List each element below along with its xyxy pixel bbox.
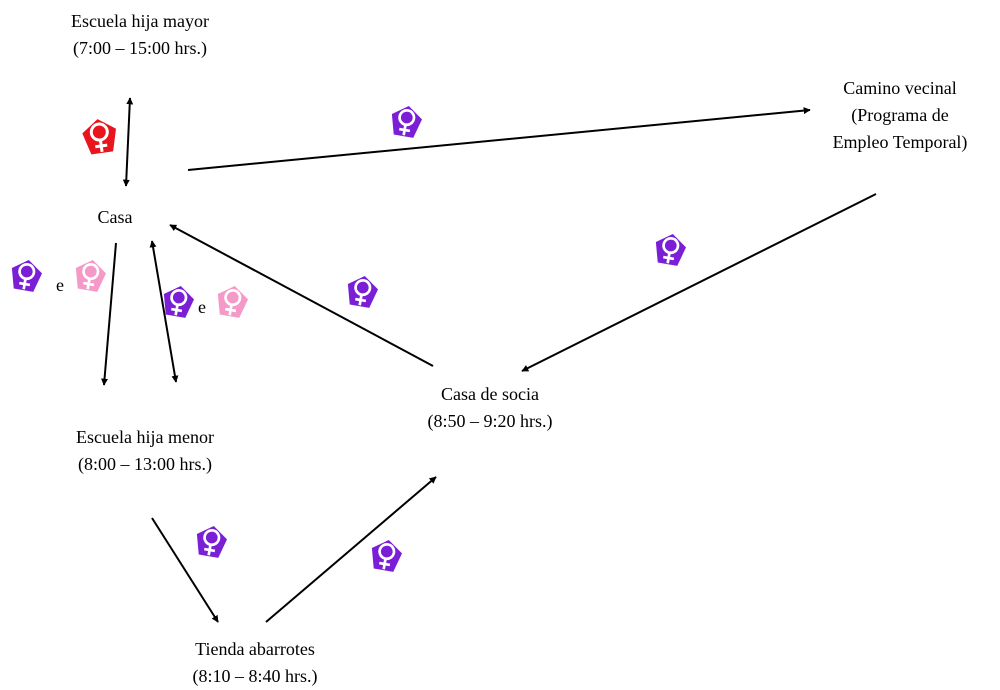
node-time: (8:00 – 13:00 hrs.) — [78, 454, 212, 474]
node-subtitle: (Programa de — [851, 105, 949, 125]
arrow-casa-escuela-menor — [101, 242, 117, 386]
arrow-casa-escuela-mayor — [122, 97, 134, 187]
arrow-casa-camino — [187, 107, 811, 171]
node-title: Casa — [97, 207, 133, 227]
node-title: Escuela hija mayor — [71, 11, 209, 31]
node-escuela-hija-menor: Escuela hija menor (8:00 – 13:00 hrs.) — [30, 424, 260, 478]
arrow-casa-socia-casa — [169, 224, 434, 367]
arrow-tienda-casa-socia — [265, 476, 437, 623]
node-time: (8:10 – 8:40 hrs.) — [192, 666, 318, 686]
node-time: (8:50 – 9:20 hrs.) — [427, 411, 553, 431]
female-symbol-icon-purple — [7, 256, 46, 295]
female-symbol-icon-purple — [343, 272, 382, 311]
arrow-casa-escuela-menor-return — [149, 240, 179, 383]
node-camino-vecinal: Camino vecinal (Programa de Empleo Tempo… — [800, 75, 1000, 156]
female-symbol-icon-purple — [192, 522, 231, 561]
female-symbol-icon-pink — [213, 282, 252, 321]
female-symbol-icon-purple — [387, 102, 426, 141]
node-title: Escuela hija menor — [76, 427, 214, 447]
female-symbol-icon-purple — [651, 230, 690, 269]
node-title: Camino vecinal — [843, 78, 957, 98]
node-title: Tienda abarrotes — [195, 639, 315, 659]
node-casa: Casa — [70, 204, 160, 231]
female-symbol-icon-red — [79, 115, 121, 157]
connector-e: e — [56, 275, 64, 295]
connector-e: e — [198, 297, 206, 317]
node-casa-de-socia: Casa de socia (8:50 – 9:20 hrs.) — [385, 381, 595, 435]
node-subtitle: Empleo Temporal) — [832, 132, 968, 152]
node-time: (7:00 – 15:00 hrs.) — [73, 38, 207, 58]
arrow-camino-casa-socia — [521, 193, 877, 372]
female-symbol-icon-purple — [367, 536, 406, 575]
node-title: Casa de socia — [441, 384, 539, 404]
node-escuela-hija-mayor: Escuela hija mayor (7:00 – 15:00 hrs.) — [30, 8, 250, 62]
female-symbol-icon-purple — [159, 282, 198, 321]
arrow-escuela-menor-tienda — [151, 517, 219, 623]
female-symbol-icon-pink — [71, 256, 110, 295]
node-tienda-abarrotes: Tienda abarrotes (8:10 – 8:40 hrs.) — [150, 636, 360, 690]
